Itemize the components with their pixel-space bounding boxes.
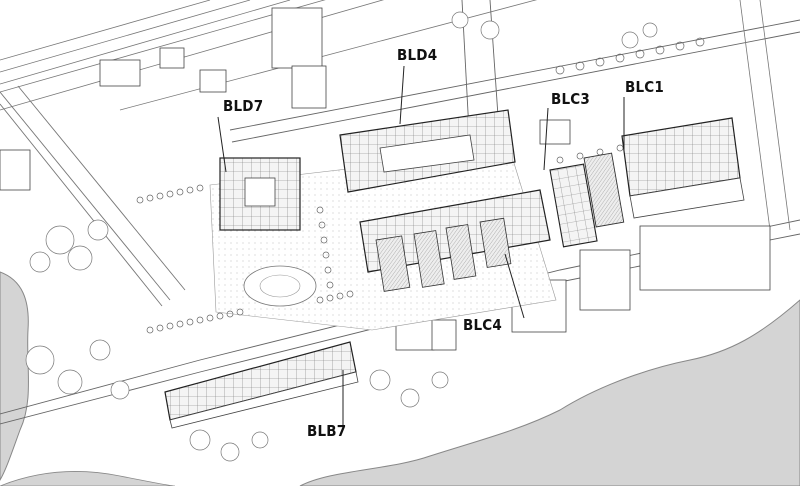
label-bld4: BLD4 [397,46,438,64]
east-road [739,0,791,231]
lake-left [0,271,29,481]
building-blb7 [164,341,359,429]
diagonal-road [0,85,186,307]
building-bld7 [219,157,301,231]
label-blc3: BLC3 [551,90,590,108]
label-blb7: BLB7 [307,422,347,440]
label-bld7: BLD7 [223,97,264,115]
label-blc1: BLC1 [625,78,664,96]
tree-clusters [25,11,658,462]
river-right [299,299,800,486]
landscape-mound [243,265,317,307]
label-blc4: BLC4 [463,316,502,334]
tree-rows [136,37,705,334]
lake-bottom [0,471,176,486]
landscape-mound-inner [259,274,301,298]
north-buildings [99,7,571,145]
building-bld4 [339,109,516,193]
misc-buildings [0,149,771,351]
central-complex [359,189,551,292]
building-blc3 [549,152,625,248]
leader-lines [217,65,625,426]
building-blc1 [621,117,745,219]
